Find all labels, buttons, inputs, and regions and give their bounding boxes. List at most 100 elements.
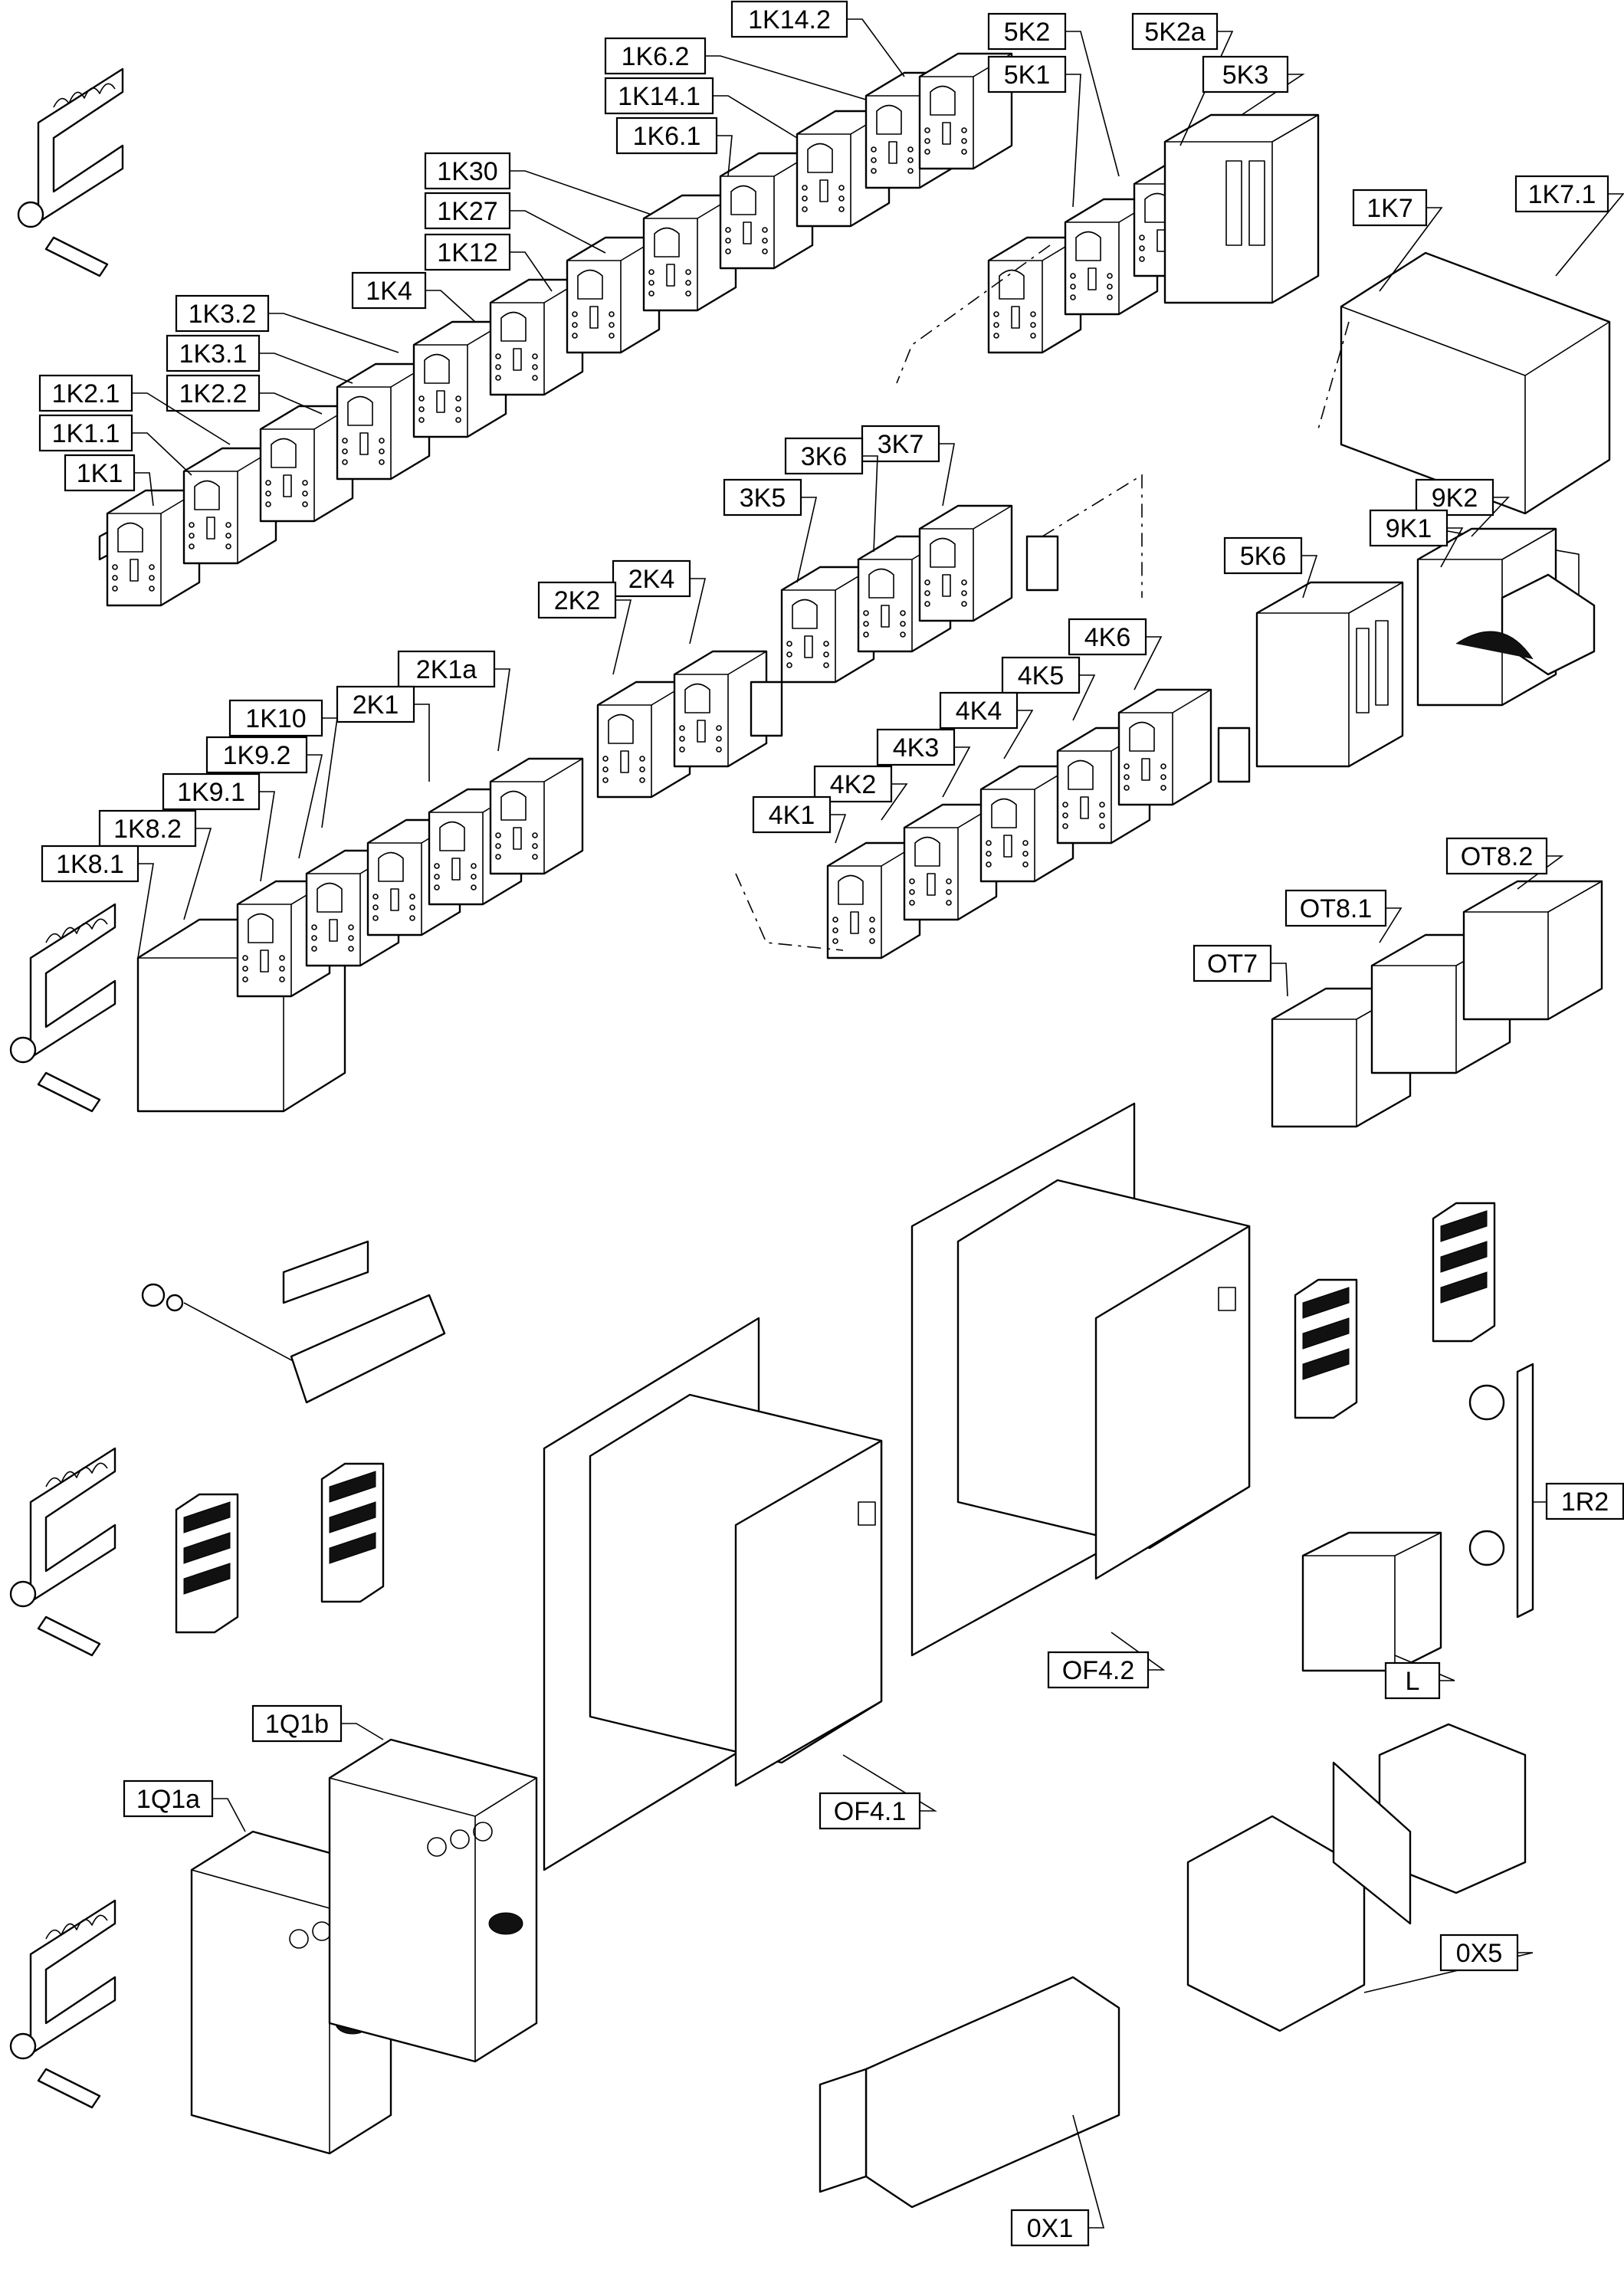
callout-label: 1K9.2: [223, 741, 291, 770]
leader-line: [1072, 2114, 1105, 2229]
callout-l: L: [1384, 1655, 1455, 1700]
terminal-block-icon: [1294, 1278, 1358, 1419]
leader-line: [341, 1723, 384, 1740]
callout-box: [166, 334, 261, 372]
callout-label: 9K1: [1386, 514, 1432, 543]
callout-label: 1K3.1: [179, 339, 248, 369]
callout-1q1b: 1Q1b: [251, 1704, 384, 1743]
leader-line: [830, 814, 847, 844]
callout-label: 1K9.1: [177, 778, 245, 807]
callout-box: [784, 437, 864, 475]
relay-group-1k8: [136, 757, 584, 1113]
callout-box: [1202, 55, 1289, 93]
callout-label: 0X1: [1027, 2214, 1074, 2243]
leader-line: [1065, 74, 1081, 208]
leader-line: [1179, 31, 1234, 146]
callout-ot8-1: OT8.1: [1284, 889, 1403, 943]
callout-4k6: 4K6: [1068, 618, 1163, 690]
callout-3k6: 3K6: [784, 437, 878, 553]
callout-label: 1K1.1: [52, 419, 120, 448]
callout-box: [604, 37, 707, 75]
leader-line: [510, 210, 606, 254]
callout-label: 1Q1b: [265, 1710, 329, 1739]
callout-box: [987, 12, 1067, 51]
leader-line: [612, 599, 632, 675]
leader-line: [132, 392, 231, 445]
callout-box: [64, 454, 136, 492]
callout-label: 4K6: [1084, 623, 1131, 652]
callout-label: 4K4: [956, 697, 1002, 726]
relay-group-4k: [735, 688, 1251, 959]
callout-box: [813, 765, 893, 803]
leader-line: [268, 313, 399, 353]
din-rail-icon: [9, 1447, 116, 1657]
callout-box: [1010, 2209, 1090, 2247]
leader-line: [137, 863, 154, 959]
timer-group-9k: [1416, 527, 1596, 707]
callout-4k4: 4K4: [939, 691, 1034, 759]
callout-box: [752, 795, 832, 834]
terminal-block-icon: [320, 1462, 385, 1603]
leader-line: [132, 432, 192, 476]
relay-row-1k: [98, 52, 1013, 607]
callout-box: [228, 699, 323, 737]
callout-box: [723, 478, 802, 517]
callout-box: [1068, 618, 1147, 656]
callout-0x1: 0X1: [1010, 2114, 1105, 2247]
leader-line: [1363, 1952, 1534, 1993]
callout-1k30: 1K30: [424, 152, 652, 215]
callout-box: [251, 1704, 343, 1743]
contactor-5k6: [1255, 581, 1404, 768]
leader-line: [414, 704, 430, 782]
callout-3k5: 3K5: [723, 478, 818, 583]
leader-line: [1003, 710, 1034, 759]
leader-line: [298, 754, 323, 859]
callout-label: OF4.1: [834, 1797, 906, 1826]
callout-label: 5K3: [1222, 61, 1269, 90]
callout-label: 3K7: [878, 430, 924, 459]
callout-box: [1439, 1934, 1519, 1972]
callout-label: 3K5: [740, 484, 786, 513]
leader-line: [881, 783, 908, 821]
callout-label: 1K6.2: [622, 42, 690, 71]
callout-label: 1K14.1: [618, 82, 700, 111]
callout-box: [98, 809, 197, 848]
callout-label: 4K2: [830, 770, 877, 799]
callout-label: 5K1: [1004, 61, 1051, 90]
callout-9k2: 9K2: [1415, 478, 1510, 537]
leader-line: [1471, 497, 1510, 537]
leader-line: [842, 1754, 937, 1812]
callout-box: [537, 581, 617, 619]
callout-box: [1131, 12, 1219, 51]
callout-label: OT7: [1207, 950, 1258, 979]
callout-box: [1223, 536, 1303, 575]
callout-label: 9K2: [1432, 484, 1478, 513]
callout-label: L: [1406, 1667, 1420, 1696]
callout-1k6-2: 1K6.2: [604, 37, 867, 100]
callout-label: 5K2a: [1144, 18, 1205, 47]
callout-box: [1369, 509, 1448, 547]
leader-line: [212, 1798, 246, 1832]
callout-label: 1K30: [437, 157, 497, 186]
leader-line: [259, 353, 353, 384]
leader-line: [425, 290, 476, 323]
terminal-group-0x1: [819, 1976, 1120, 2209]
leader-line: [847, 18, 905, 77]
din-rail-icon: [9, 903, 116, 1113]
relay-group-3k: [780, 474, 1143, 684]
callout-1k14-2: 1K14.2: [730, 0, 905, 77]
leader-line: [796, 497, 818, 583]
callout-label: 1K4: [366, 277, 412, 306]
leader-line: [1072, 674, 1096, 721]
leader-line: [1440, 527, 1464, 568]
leader-line: [1271, 963, 1288, 997]
callout-box: [1384, 1661, 1441, 1700]
callout-box: [604, 77, 714, 115]
callout-label: 1K6.1: [633, 122, 701, 151]
callout-label: 1K12: [437, 238, 497, 267]
callout-box: [876, 728, 956, 766]
callout-box: [41, 845, 139, 883]
callout-label: OT8.1: [1300, 894, 1372, 923]
callout-9k1: 9K1: [1369, 509, 1464, 568]
callout-layer: 1K14.21K6.21K14.11K6.11K301K271K121K41K3…: [38, 0, 1624, 2247]
